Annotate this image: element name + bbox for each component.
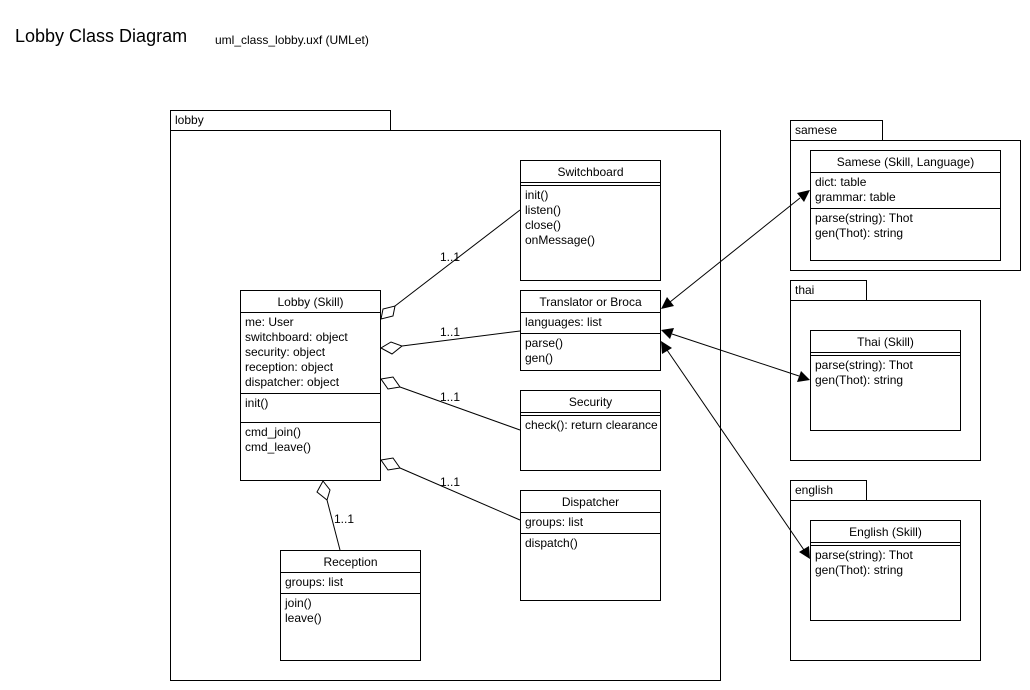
attribute: dispatcher: object [245,375,340,389]
class-name: Translator or Broca [521,291,660,313]
methods-section: parse(string): Thot gen(Thot): string [811,546,960,581]
method: gen(Thot): string [815,563,904,577]
methods-section: check(): return clearance [521,416,660,436]
methods-section: parse() gen() [521,334,660,369]
method: gen() [525,351,554,365]
multiplicity-label: 1..1 [440,250,461,264]
aggregation-lobby-security[interactable] [380,376,521,431]
multiplicity-label: 1..1 [440,390,461,404]
method: parse() [525,336,564,350]
attributes-section [811,543,960,546]
methods-section: init() listen() close() onMessage() [521,186,660,251]
class-name: Reception [281,551,420,573]
aggregation-lobby-reception[interactable] [316,480,341,551]
methods-section: dispatch() [521,534,660,554]
attributes-section: me: User switchboard: object security: o… [241,313,380,394]
methods-section: parse(string): Thot gen(Thot): string [811,209,1000,244]
commands-section: cmd_join() cmd_leave() [241,423,380,458]
package-lobby-label: lobby [175,113,204,127]
method: parse(string): Thot [815,358,913,372]
attribute: switchboard: object [245,330,348,344]
method: dispatch() [525,536,578,550]
class-lobby[interactable]: Lobby (Skill) me: User switchboard: obje… [240,290,381,481]
multiplicity-label: 1..1 [440,325,461,339]
aggregation-lobby-dispatcher[interactable] [380,457,521,521]
attributes-section [811,353,960,356]
multiplicity-label: 1..1 [440,475,461,489]
method: check(): return clearance [525,418,658,432]
method: init() [245,396,269,410]
attributes-section: groups: list [281,573,420,594]
attribute: security: object [245,345,326,359]
package-samese-label: samese [795,123,838,137]
attribute: groups: list [285,575,344,589]
method: gen(Thot): string [815,373,904,387]
method: parse(string): Thot [815,211,913,225]
class-name: Security [521,391,660,413]
class-name: Lobby (Skill) [241,291,380,313]
class-name: Samese (Skill, Language) [811,151,1000,173]
association-translator-samese[interactable] [661,190,810,309]
class-name: Thai (Skill) [811,331,960,353]
method: cmd_leave() [245,440,312,454]
association-translator-english[interactable] [661,341,810,559]
class-switchboard[interactable]: Switchboard init() listen() close() onMe… [520,160,661,281]
method: gen(Thot): string [815,226,904,240]
attribute: languages: list [525,315,602,329]
class-name: Switchboard [521,161,660,183]
class-english[interactable]: English (Skill) parse(string): Thot gen(… [810,520,961,621]
attribute: groups: list [525,515,584,529]
methods-section: init() [241,394,380,423]
attributes-section: dict: table grammar: table [811,173,1000,209]
package-thai-label: thai [795,283,815,297]
aggregation-lobby-translator[interactable] [379,330,521,355]
methods-section: join() leave() [281,594,420,629]
method: close() [525,218,562,232]
package-english-label: english [795,483,834,497]
class-reception[interactable]: Reception groups: list join() leave() [280,550,421,661]
attributes-section: groups: list [521,513,660,534]
method: onMessage() [525,233,596,247]
attributes-section: languages: list [521,313,660,334]
class-security[interactable]: Security check(): return clearance [520,390,661,471]
aggregation-lobby-switchboard[interactable] [380,209,521,320]
class-name: English (Skill) [811,521,960,543]
attribute: me: User [245,315,294,329]
association-translator-thai[interactable] [661,328,810,382]
method: parse(string): Thot [815,548,913,562]
attribute: grammar: table [815,190,896,204]
method: cmd_join() [245,425,302,439]
methods-section: parse(string): Thot gen(Thot): string [811,356,960,391]
class-translator[interactable]: Translator or Broca languages: list pars… [520,290,661,371]
attributes-section [521,413,660,416]
class-dispatcher[interactable]: Dispatcher groups: list dispatch() [520,490,661,601]
method: init() [525,188,549,202]
class-samese[interactable]: Samese (Skill, Language) dict: table gra… [810,150,1001,261]
diagram-title: Lobby Class Diagram [15,26,188,46]
attribute: dict: table [815,175,867,189]
method: join() [285,596,312,610]
method: leave() [285,611,322,625]
class-name: Dispatcher [521,491,660,513]
method: listen() [525,203,562,217]
diagram-subtitle: uml_class_lobby.uxf (UMLet) [215,33,369,47]
attribute: reception: object [245,360,334,374]
multiplicity-label: 1..1 [334,512,355,526]
attributes-section [521,183,660,186]
class-thai[interactable]: Thai (Skill) parse(string): Thot gen(Tho… [810,330,961,431]
